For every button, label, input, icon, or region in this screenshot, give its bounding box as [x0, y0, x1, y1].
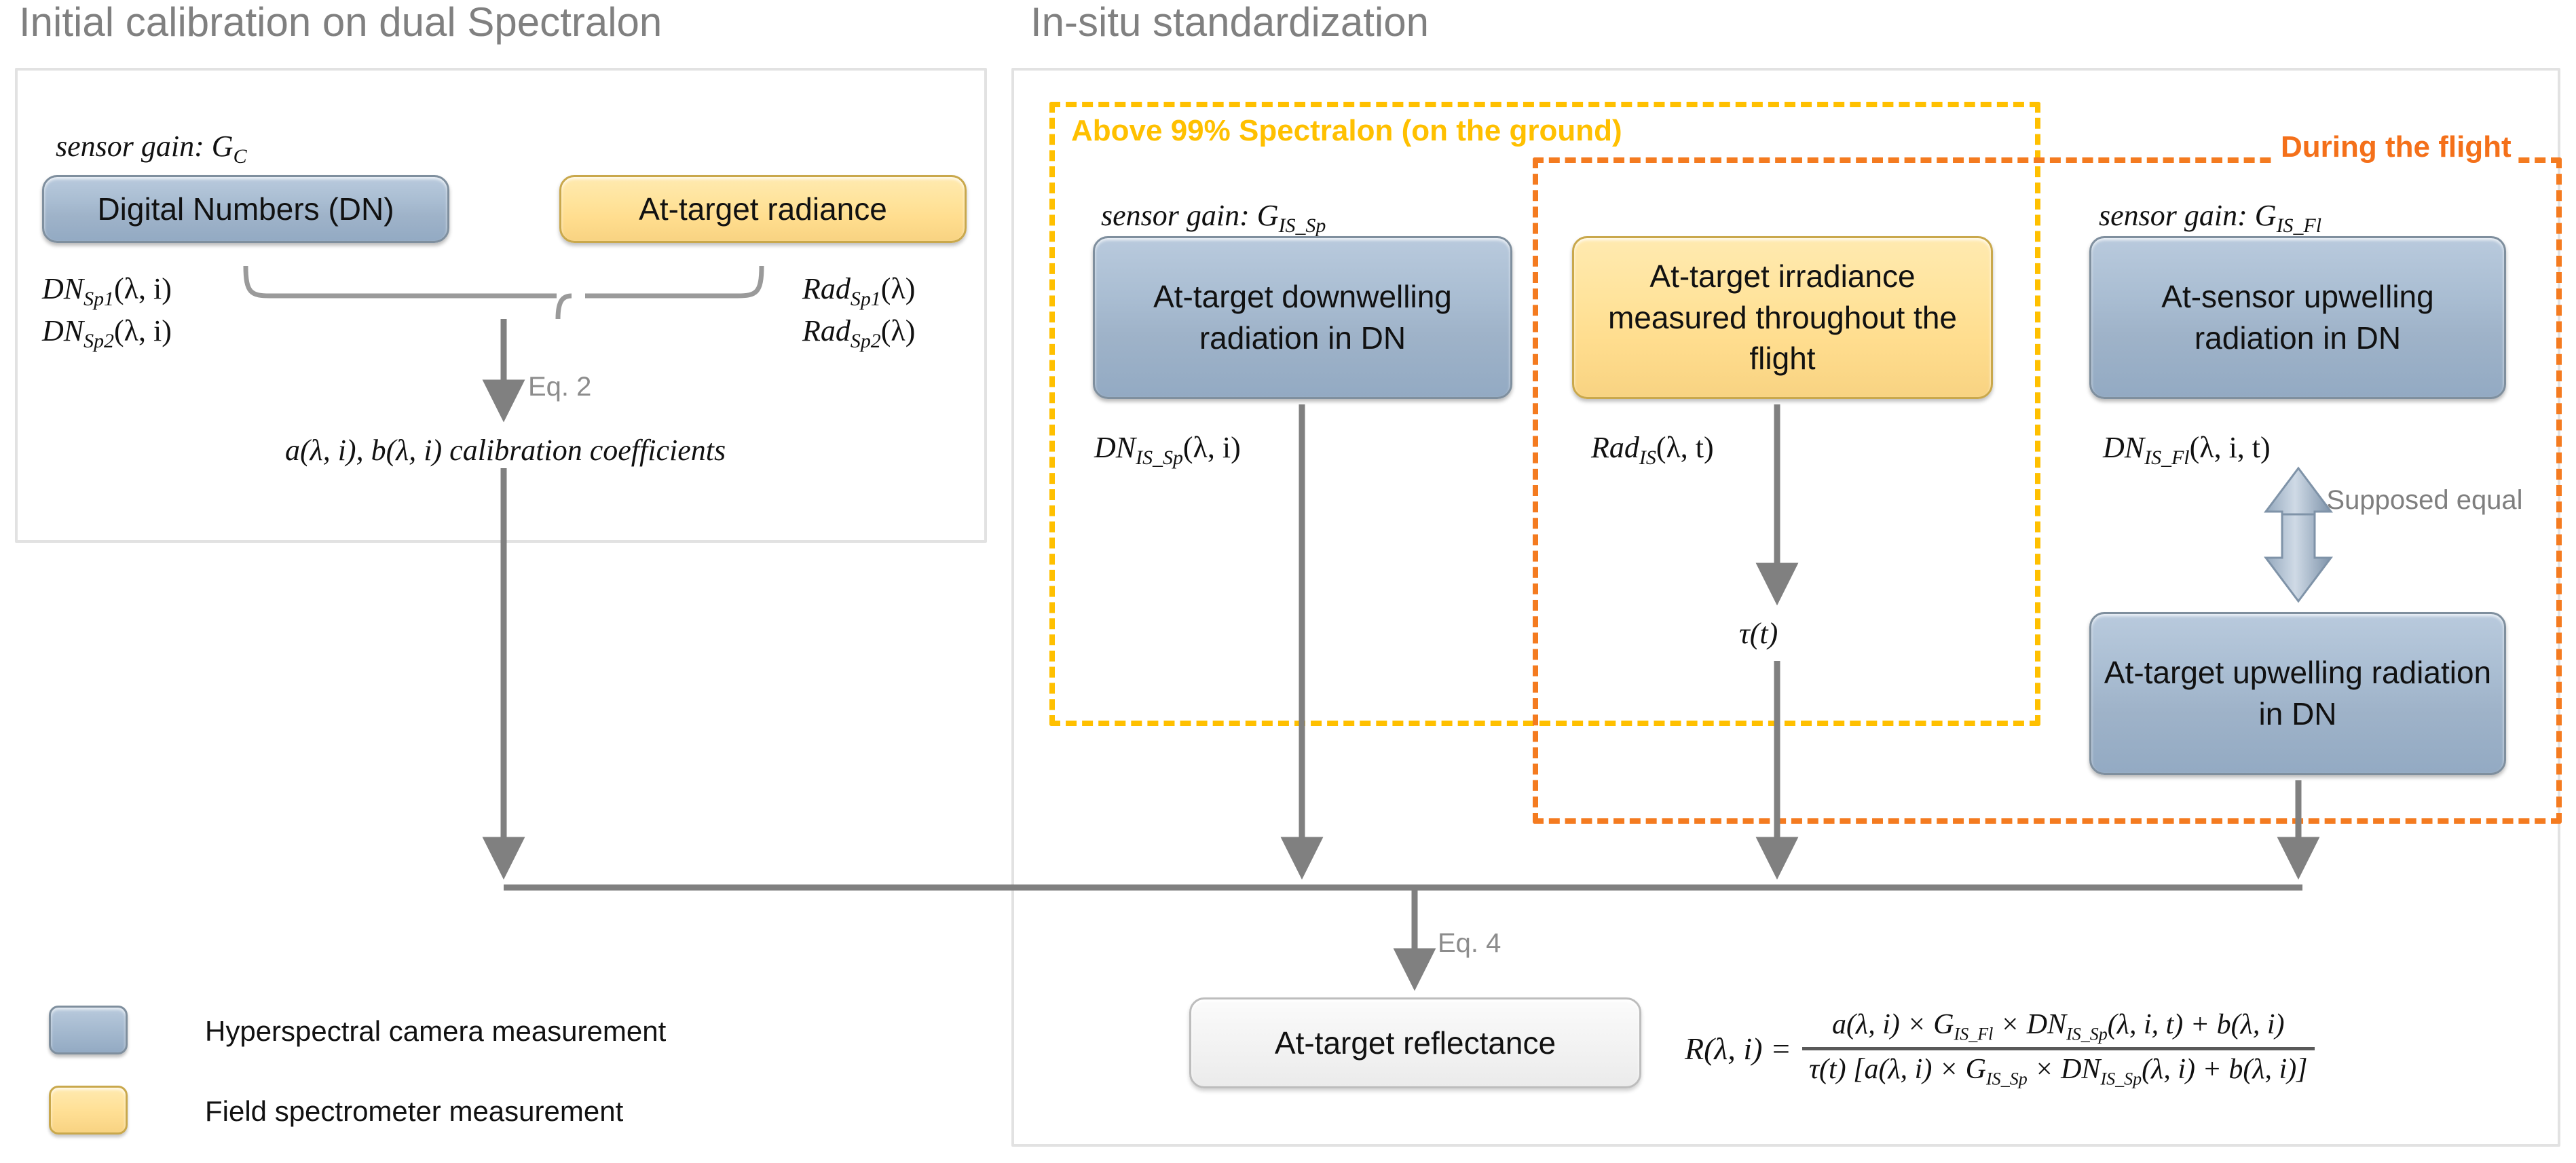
- formula-numerator: a(λ, i) × GIS_Fl × DNIS_Sp(λ, i, t) + b(…: [1825, 1006, 2291, 1047]
- node-at-sensor-upwelling-dn-label: At-sensor upwelling radiation in DN: [2161, 279, 2434, 356]
- legend-swatch-yellow: [49, 1086, 128, 1135]
- rad-sp2-symbol: Rad: [802, 314, 851, 347]
- ground-dashed-label: Above 99% Spectralon (on the ground): [1066, 114, 1628, 148]
- formula-fraction: a(λ, i) × GIS_Fl × DNIS_Sp(λ, i, t) + b(…: [1802, 1006, 2315, 1092]
- eq4-label: Eq. 4: [1438, 928, 1501, 958]
- reflectance-formula: R(λ, i) = a(λ, i) × GIS_Fl × DNIS_Sp(λ, …: [1685, 1006, 2315, 1092]
- dn-is-sp-args: (λ, i): [1182, 431, 1241, 464]
- node-at-target-irradiance-label: At-target irradiance measured throughout…: [1607, 258, 1958, 377]
- calibration-coefficients-text: a(λ, i), b(λ, i) calibration coefficient…: [285, 434, 726, 467]
- is-fl-gain-symbol: G: [2254, 199, 2277, 232]
- formula-num-tail: (λ, i, t) + b(λ, i): [2107, 1009, 2285, 1040]
- legend-label-blue: Hyperspectral camera measurement: [205, 1015, 667, 1047]
- formula-den-tail: (λ, i) + b(λ, i)]: [2142, 1054, 2308, 1086]
- left-sensor-gain-label: sensor gain: GC: [56, 129, 247, 168]
- formula-fraction-bar: [1802, 1047, 2315, 1051]
- left-gain-sub: C: [233, 145, 247, 168]
- formula-num-head: a(λ, i) × G: [1832, 1009, 1954, 1040]
- is-fl-gain-sub: IS_Fl: [2276, 214, 2322, 237]
- is-sp-gain-prefix: sensor gain:: [1101, 199, 1257, 232]
- node-at-target-radiance[interactable]: At-target radiance: [559, 175, 967, 243]
- formula-num-sub1: IS_Fl: [1954, 1024, 1994, 1044]
- formula-den-mid: × DN: [2027, 1054, 2101, 1086]
- tau-label: τ(t): [1739, 617, 1778, 650]
- eq2-label: Eq. 2: [528, 372, 592, 402]
- formula-den-sub2: IS_Sp: [2100, 1069, 2142, 1089]
- dn-sp1-symbol: DN: [42, 272, 84, 305]
- ground-dashed-box: [1049, 102, 2040, 726]
- formula-num-sub2: IS_Sp: [2066, 1024, 2108, 1044]
- dn-sp2-sub: Sp2: [83, 329, 114, 352]
- rad-sp1-args: (λ): [880, 272, 916, 305]
- dn-is-sp-label: DNIS_Sp(λ, i): [1094, 430, 1241, 470]
- formula-den-sub1: IS_Sp: [1986, 1069, 2028, 1089]
- node-downwelling-dn-label: At-target downwelling radiation in DN: [1153, 279, 1452, 356]
- dn-sp2-symbol: DN: [42, 314, 84, 347]
- rad-sp2-label: RadSp2(λ): [802, 313, 915, 353]
- node-at-target-upwelling-dn-label: At-target upwelling radiation in DN: [2104, 655, 2492, 731]
- left-panel: [15, 68, 987, 543]
- dn-is-fl-label: DNIS_Fl(λ, i, t): [2103, 430, 2271, 470]
- node-at-sensor-upwelling-dn[interactable]: At-sensor upwelling radiation in DN: [2089, 236, 2506, 399]
- rad-sp1-sub: Sp1: [850, 287, 881, 310]
- dn-sp2-label: DNSp2(λ, i): [42, 313, 172, 353]
- node-at-target-irradiance[interactable]: At-target irradiance measured throughout…: [1572, 236, 1993, 399]
- formula-denominator: τ(t) [a(λ, i) × GIS_Sp × DNIS_Sp(λ, i) +…: [1802, 1050, 2315, 1092]
- supposed-equal-label: Supposed equal: [2326, 485, 2523, 515]
- left-gain-symbol: G: [211, 130, 234, 163]
- rad-is-label: RadIS(λ, t): [1591, 430, 1714, 470]
- dn-is-sp-sub: IS_Sp: [1136, 446, 1183, 469]
- left-gain-prefix: sensor gain:: [56, 130, 212, 163]
- node-at-target-radiance-label: At-target radiance: [639, 191, 887, 227]
- rad-sp2-args: (λ): [880, 314, 916, 347]
- is-sp-gain-symbol: G: [1256, 199, 1279, 232]
- node-at-target-reflectance-label: At-target reflectance: [1274, 1025, 1556, 1061]
- node-digital-numbers-label: Digital Numbers (DN): [97, 191, 394, 227]
- rad-sp1-label: RadSp1(λ): [802, 271, 915, 311]
- node-downwelling-dn[interactable]: At-target downwelling radiation in DN: [1093, 236, 1512, 399]
- rad-sp2-sub: Sp2: [850, 329, 881, 352]
- rad-is-sub: IS: [1639, 446, 1656, 469]
- is-fl-gain-prefix: sensor gain:: [2099, 199, 2255, 232]
- formula-num-mid: × DN: [1993, 1009, 2067, 1040]
- flight-dashed-box: [1533, 157, 2562, 824]
- dn-is-fl-symbol: DN: [2103, 431, 2145, 464]
- is-sp-gain-sub: IS_Sp: [1278, 214, 1326, 237]
- legend-label-yellow: Field spectrometer measurement: [205, 1095, 624, 1127]
- dn-is-fl-args: (λ, i, t): [2189, 431, 2271, 464]
- is-fl-sensor-gain-label: sensor gain: GIS_Fl: [2099, 198, 2321, 237]
- node-at-target-reflectance[interactable]: At-target reflectance: [1189, 997, 1641, 1088]
- calibration-coefficients-label: a(λ, i), b(λ, i) calibration coefficient…: [285, 433, 726, 468]
- rad-is-args: (λ, t): [1656, 431, 1714, 464]
- dn-sp1-sub: Sp1: [83, 287, 114, 310]
- formula-lhs: R(λ, i) =: [1685, 1031, 1791, 1067]
- flight-dashed-label: During the flight: [2275, 130, 2517, 164]
- dn-is-fl-sub: IS_Fl: [2144, 446, 2190, 469]
- rad-sp1-symbol: Rad: [802, 272, 851, 305]
- left-section-title: Initial calibration on dual Spectralon: [19, 0, 662, 45]
- dn-is-sp-symbol: DN: [1094, 431, 1136, 464]
- dn-sp1-args: (λ, i): [113, 272, 172, 305]
- is-sp-sensor-gain-label: sensor gain: GIS_Sp: [1101, 198, 1326, 237]
- right-section-title: In-situ standardization: [1030, 0, 1429, 45]
- formula-den-head: τ(t) [a(λ, i) × G: [1808, 1054, 1987, 1086]
- rad-is-symbol: Rad: [1591, 431, 1639, 464]
- node-at-target-upwelling-dn[interactable]: At-target upwelling radiation in DN: [2089, 612, 2506, 775]
- dn-sp2-args: (λ, i): [113, 314, 172, 347]
- legend-swatch-blue: [49, 1006, 128, 1054]
- node-digital-numbers[interactable]: Digital Numbers (DN): [42, 175, 449, 243]
- dn-sp1-label: DNSp1(λ, i): [42, 271, 172, 311]
